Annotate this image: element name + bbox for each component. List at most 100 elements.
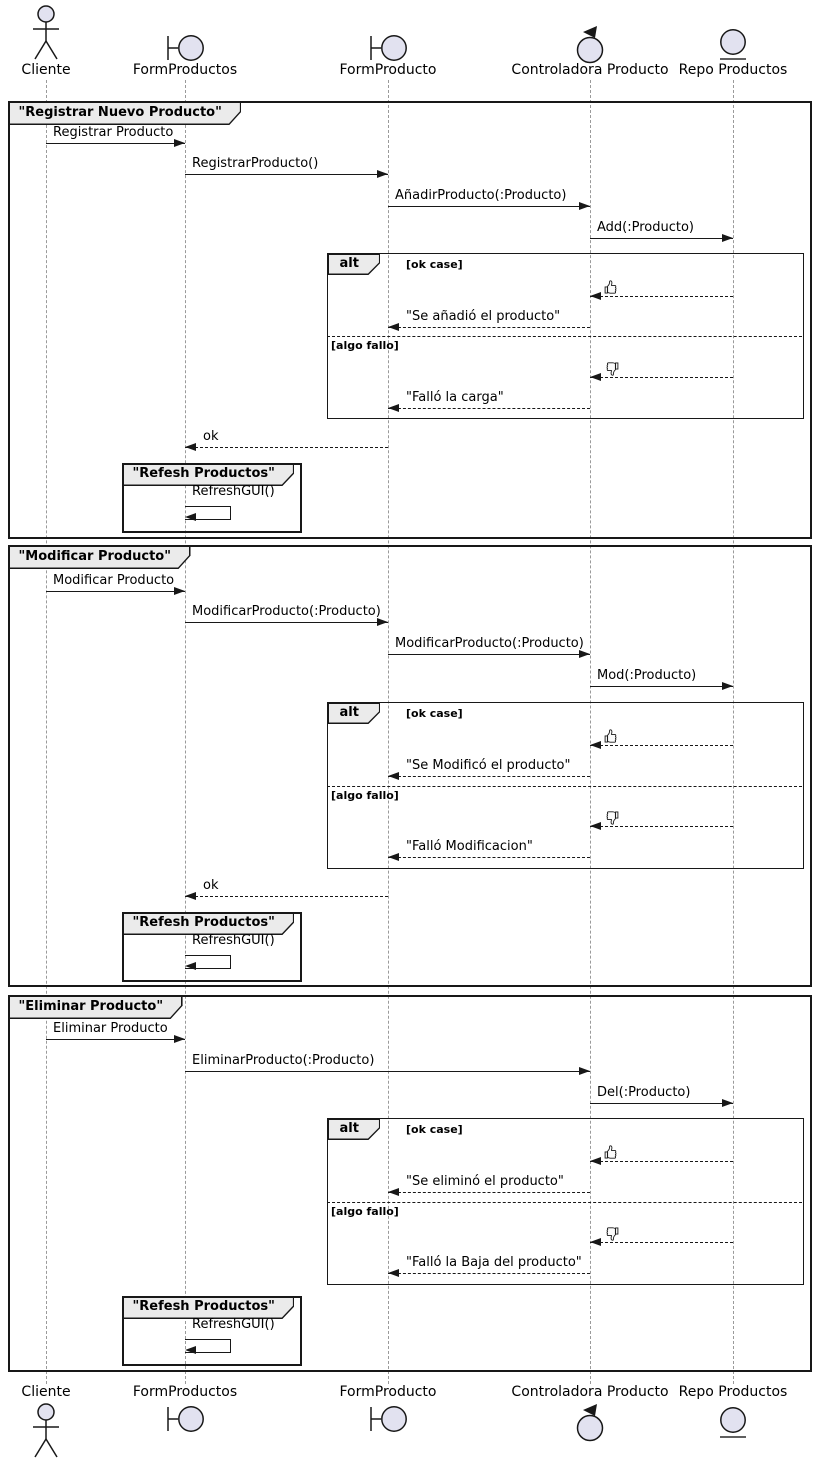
frame-modificar-producto: [8, 545, 812, 987]
alt-operator-tab: alt: [327, 702, 380, 724]
message-label: AñadirProducto(:Producto): [395, 188, 567, 203]
frame-refesh-title: "Refesh Productos": [124, 914, 293, 934]
message-arrow: [388, 857, 590, 858]
arrowhead-icon: [590, 741, 601, 749]
alt-condition: [algo fallo]: [331, 339, 399, 352]
frame-registrar-nuevo-producto: [8, 101, 812, 539]
message-arrow: [590, 238, 733, 239]
thumbs-up-icon: [604, 1145, 617, 1159]
participant-label-repo: Repo Productos: [678, 62, 788, 78]
alt-operator: alt: [329, 255, 379, 274]
message-label: RegistrarProducto(): [192, 156, 319, 171]
message-arrow: [590, 296, 733, 297]
alt-condition: [ok case]: [406, 258, 463, 271]
message-arrow: [388, 1192, 590, 1193]
arrowhead-icon: [590, 292, 601, 300]
message-label: Add(:Producto): [597, 220, 695, 235]
arrowhead-icon: [388, 1188, 399, 1196]
frame-eliminar-title: "Eliminar Producto": [10, 997, 182, 1018]
message-arrow: [590, 686, 733, 687]
lifeline-cliente: [46, 80, 47, 1384]
arrowhead-icon: [377, 170, 388, 178]
message-arrow: [185, 447, 388, 448]
thumbs-up-icon: [604, 729, 617, 743]
self-message-label: RefreshGUI(): [192, 484, 275, 499]
message-arrow: [590, 377, 733, 378]
message-arrow: [46, 143, 185, 144]
message-arrow: [590, 1242, 733, 1243]
message-arrow: [388, 206, 590, 207]
message-arrow: [388, 776, 590, 777]
arrowhead-icon: [174, 587, 185, 595]
frame-refesh-tab: "Refesh Productos": [122, 912, 294, 935]
thumbs-down-icon: [606, 1227, 619, 1241]
alt-operator-tab: alt: [327, 1118, 380, 1140]
self-message-label: RefreshGUI(): [192, 933, 275, 948]
alt-operator-tab: alt: [327, 253, 380, 275]
self-message-arrow: [185, 955, 231, 969]
arrowhead-icon: [388, 404, 399, 412]
self-message-label: RefreshGUI(): [192, 1317, 275, 1332]
thumbs-down-icon: [606, 811, 619, 825]
actor-icon: [32, 1403, 60, 1458]
message-label: ModificarProducto(:Producto): [192, 604, 381, 619]
message-label: "Se añadió el producto": [406, 309, 561, 324]
arrowhead-icon: [174, 139, 185, 147]
arrowhead-icon: [590, 373, 601, 381]
message-arrow: [185, 622, 388, 623]
frame-eliminar-tab: "Eliminar Producto": [8, 995, 183, 1019]
boundary-icon: [370, 35, 407, 61]
arrowhead-icon: [579, 202, 590, 210]
frame-refesh-tab: "Refesh Productos": [122, 1296, 294, 1319]
message-label: "Falló la Baja del producto": [406, 1255, 582, 1270]
arrowhead-icon: [388, 1269, 399, 1277]
alt-operator: alt: [329, 1120, 379, 1139]
lifeline-controladora-producto: [590, 80, 591, 1384]
lifeline-formproducto: [388, 80, 389, 1384]
message-arrow: [590, 1161, 733, 1162]
message-arrow: [185, 174, 388, 175]
participant-label-formproducto: FormProducto: [339, 62, 437, 78]
arrowhead-icon: [185, 443, 196, 451]
arrowhead-icon: [388, 772, 399, 780]
arrowhead-icon: [185, 962, 196, 970]
lifeline-repo-productos: [733, 80, 734, 1384]
message-arrow: [46, 1039, 185, 1040]
message-arrow: [590, 826, 733, 827]
lifeline-formproductos: [185, 80, 186, 1384]
frame-refesh-title: "Refesh Productos": [124, 1298, 293, 1318]
participant-label-cliente: Cliente: [21, 1384, 71, 1400]
message-label: Eliminar Producto: [53, 1021, 168, 1036]
arrowhead-icon: [388, 323, 399, 331]
alt-operator: alt: [329, 704, 379, 723]
arrowhead-icon: [590, 822, 601, 830]
arrowhead-icon: [579, 650, 590, 658]
arrowhead-icon: [185, 892, 196, 900]
frame-modificar-title: "Modificar Producto": [10, 547, 190, 568]
arrowhead-icon: [722, 234, 733, 242]
alt-fragment: [327, 1118, 804, 1285]
boundary-icon: [370, 1406, 407, 1432]
arrowhead-icon: [590, 1238, 601, 1246]
message-arrow: [388, 1273, 590, 1274]
participant-label-formproducto: FormProducto: [339, 1384, 437, 1400]
participant-label-formproductos: FormProductos: [132, 1384, 238, 1400]
frame-modificar-tab: "Modificar Producto": [8, 545, 191, 569]
boundary-icon: [167, 35, 204, 61]
alt-condition: [ok case]: [406, 707, 463, 720]
return-message-label: ok: [203, 429, 219, 444]
alt-divider: [327, 1202, 802, 1203]
message-arrow: [388, 327, 590, 328]
message-arrow: [46, 591, 185, 592]
message-label: "Falló la carga": [406, 390, 504, 405]
participant-label-cliente: Cliente: [21, 62, 71, 78]
actor-icon: [32, 5, 60, 60]
participant-label-formproductos: FormProductos: [132, 62, 238, 78]
boundary-icon: [167, 1406, 204, 1432]
alt-divider: [327, 336, 802, 337]
arrowhead-icon: [174, 1035, 185, 1043]
arrowhead-icon: [185, 1346, 196, 1354]
entity-icon: [719, 28, 747, 60]
frame-eliminar-producto: [8, 995, 812, 1372]
message-label: Modificar Producto: [53, 573, 175, 588]
